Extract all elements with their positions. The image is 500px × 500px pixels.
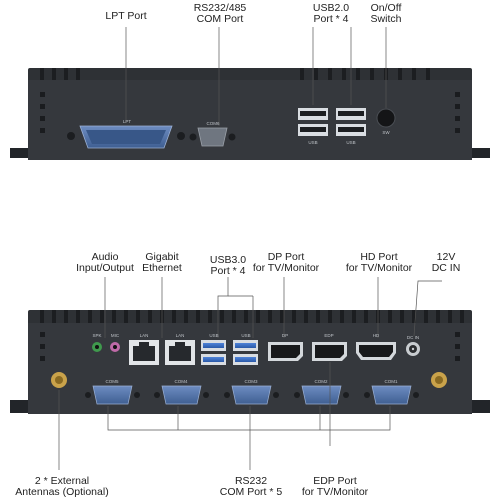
usb2-ports: [298, 108, 366, 136]
dc-in-jack: [406, 342, 420, 356]
top-side-vents: [40, 92, 460, 133]
edp-port: [312, 342, 347, 361]
bottom-fins: [40, 310, 464, 323]
hd-silk: HD: [372, 333, 380, 338]
dp-silk: DP: [281, 333, 289, 338]
audio-jacks: [92, 342, 120, 352]
lan1-silk: LAN: [139, 333, 149, 338]
dcin-silk: DC IN: [406, 335, 420, 340]
com5-silk: COM5: [105, 379, 119, 384]
usb-right-silk: USB: [346, 140, 356, 145]
edp-silk: EDP: [324, 333, 334, 338]
mic-silk: MIC: [110, 333, 120, 338]
usb2-silk: USB: [241, 333, 251, 338]
usb1-silk: USB: [209, 333, 219, 338]
lan2-silk: LAN: [175, 333, 185, 338]
lpt-port-label: LPT Port: [105, 10, 147, 22]
lpt-silk: LPT: [122, 119, 132, 124]
usb3-ports: [201, 340, 258, 365]
top-leaders: [125, 27, 387, 126]
spk-silk: SPK: [92, 333, 102, 338]
hd-port: [356, 342, 396, 360]
com1-silk: COM1: [384, 379, 398, 384]
sw-silk: SW: [382, 130, 390, 135]
com4-silk: COM4: [174, 379, 188, 384]
com3-silk: COM3: [244, 379, 258, 384]
top-chassis: [10, 68, 490, 160]
bottom-leaders-bottom: [58, 362, 391, 470]
lan-ports: [129, 340, 195, 365]
com2-silk: COM2: [314, 379, 328, 384]
usb-left-silk: USB: [308, 140, 318, 145]
power-switch[interactable]: [376, 108, 396, 128]
bottom-side-vents: [40, 332, 460, 361]
com-ports: [85, 385, 419, 405]
com6-silk: COM6: [206, 121, 220, 126]
antenna-connectors: [51, 372, 447, 388]
dp-port: [268, 342, 303, 361]
lpt-port: [67, 125, 185, 149]
bottom-leaders-top: [104, 277, 442, 338]
com6-port: [189, 127, 236, 147]
